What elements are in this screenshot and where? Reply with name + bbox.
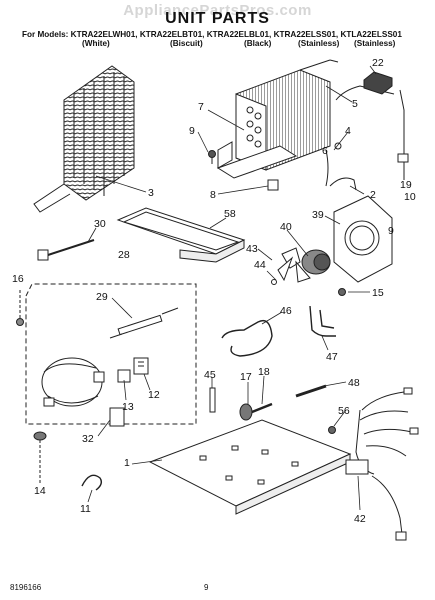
callout-28: 28 [118,249,130,261]
callout-30: 30 [94,218,106,230]
color-label-stainless-1: (Stainless) [298,39,340,48]
watermark: AppliancePartsPros.com [123,2,312,19]
screw-15 [338,288,346,296]
callout-10: 10 [404,191,416,203]
pad-22 [363,71,393,95]
rod-48 [295,384,327,398]
callout-2: 2 [370,189,376,201]
color-label-biscuit: (Biscuit) [170,39,203,48]
callout-58: 58 [224,208,236,220]
callout-5: 5 [352,98,358,110]
callout-46: 46 [280,305,292,317]
callout-3: 3 [148,187,154,199]
screw-56 [328,426,336,434]
models-line: For Models: KTRA22ELWH01, KTRA22ELBT01, … [22,30,402,39]
color-label-stainless-2: (Stainless) [354,39,396,48]
condenser [33,65,135,213]
footer-page-number: 9 [204,583,209,592]
bracket-8 [267,179,279,191]
callout-44: 44 [254,259,266,271]
power-cord [37,239,95,261]
callout-48: 48 [348,377,360,389]
callout-labels: 22 7 5 9 4 6 8 3 2 19 10 30 58 39 40 43 … [12,57,416,525]
capillary-tubes [325,85,405,187]
clip-11 [81,474,103,491]
callout-17: 17 [240,371,252,383]
drain-tray [116,207,246,263]
fittings-6-19 [334,142,409,163]
callout-11: 11 [80,503,91,515]
compressor [41,357,105,407]
callout-12: 12 [148,389,160,401]
screw-45 [209,387,216,413]
wire-harness [345,387,419,541]
callout-40: 40 [280,221,292,233]
fan-shroud [333,195,393,283]
callout-32: 32 [82,433,94,445]
callout-15: 15 [372,287,384,299]
callout-7: 7 [198,101,204,113]
callout-22: 22 [372,57,384,69]
callout-1: 1 [124,457,130,469]
callout-19: 19 [400,179,412,191]
capacitor [109,407,125,427]
callout-13: 13 [122,401,134,413]
leader-lines [87,65,405,511]
color-label-black: (Black) [244,39,272,48]
evaporator [216,59,339,179]
callout-4: 4 [345,125,351,137]
callout-43: 43 [246,243,258,255]
callout-42: 42 [354,513,366,525]
callout-56: 56 [338,405,350,417]
color-label-white: (White) [82,39,110,48]
footer-part-number: 8196166 [10,583,42,592]
callout-18: 18 [258,366,270,378]
callout-9: 9 [189,125,195,137]
base-pan [148,419,352,515]
wheel-17-axle-18 [239,402,273,421]
callout-6: 6 [322,145,328,157]
page-title: UNIT PARTS [165,10,270,27]
callout-45: 45 [204,369,216,381]
callout-14: 14 [34,485,46,497]
fan-motor [271,247,331,285]
tubes-46-47 [221,305,336,357]
callout-8: 8 [210,189,216,201]
relay-overload [117,357,149,383]
callout-16: 16 [12,273,24,285]
callout-9-lower: 9 [388,225,394,237]
callout-29: 29 [96,291,108,303]
compressor-kit-outline [25,283,197,425]
clip-2 [329,177,357,191]
grommets-16-14 [16,290,47,484]
screw-9-top [208,150,216,164]
callout-39: 39 [312,209,324,221]
callout-47: 47 [326,351,338,363]
drier [109,307,179,339]
